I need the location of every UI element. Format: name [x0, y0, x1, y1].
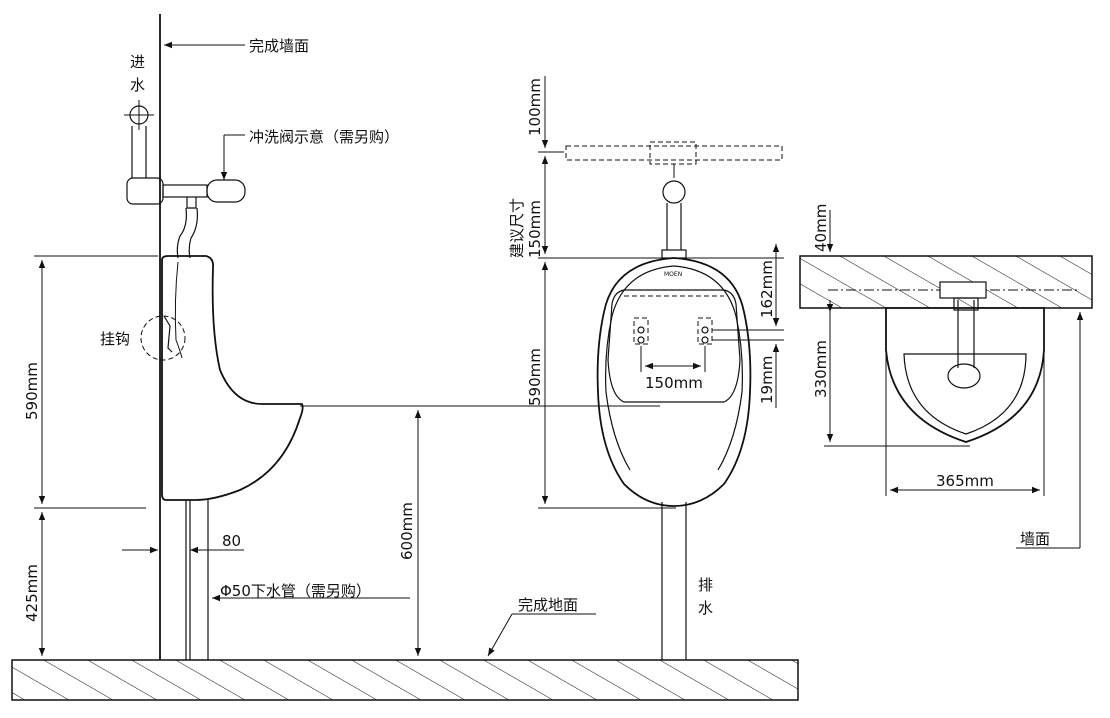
wall-label: 墙面	[1020, 530, 1050, 548]
height-600-text: 600mm	[398, 502, 416, 560]
water-inlet-label-1: 进	[130, 53, 145, 71]
front-view-vertical-dimensions: 100mm 150mm 590mm 建议尺寸	[508, 76, 784, 509]
drain-label-1: 排	[698, 576, 713, 594]
height-600-dimension: 600mm	[300, 405, 660, 656]
supply-pipe-side	[124, 100, 246, 259]
drain-pipe-label: Φ50下水管（需另购）	[220, 582, 371, 600]
flush-valve-callout: 冲洗阀示意（需另购）	[220, 128, 399, 180]
wall-callout: 墙面	[1016, 312, 1084, 549]
height-590-left-text: 590mm	[23, 362, 41, 420]
spacing-150-text: 150mm	[645, 374, 703, 392]
urinal-top-view	[799, 255, 1093, 443]
water-inlet-label-group: 进 水	[130, 53, 145, 94]
urinal-front-view: MOEN	[565, 141, 783, 507]
water-inlet-label-2: 水	[130, 76, 145, 94]
finished-floor-label: 完成地面	[518, 596, 578, 614]
finished-floor-slab	[11, 659, 799, 701]
drain-pipe-front: 排 水	[661, 502, 713, 660]
width-365-text: 365mm	[936, 472, 994, 490]
depth-330-text: 330mm	[812, 340, 830, 398]
urinal-side-view	[161, 255, 304, 501]
hook-callout: 挂钩	[100, 315, 186, 361]
drain-pipe-callout: Φ50下水管（需另购）	[212, 582, 410, 602]
top-100-text: 100mm	[526, 78, 544, 136]
front-right-dimensions: 162mm 19mm	[712, 244, 784, 408]
suggested-size-text: 建议尺寸	[508, 198, 526, 258]
left-height-dimensions: 590mm 425mm	[23, 255, 158, 656]
hook-label: 挂钩	[100, 330, 130, 348]
finished-floor-callout: 完成地面	[487, 596, 596, 657]
height-425-text: 425mm	[23, 564, 41, 622]
gap-150-v-text: 150mm	[526, 200, 544, 258]
offset-80-dimension: 80	[122, 532, 244, 554]
bottom-19-text: 19mm	[758, 356, 776, 404]
height-590-front-text: 590mm	[526, 348, 544, 406]
brand-mark: MOEN	[664, 271, 682, 278]
flush-valve-label: 冲洗阀示意（需另购）	[249, 128, 399, 146]
top-view-dimensions: 40mm 330mm 365mm	[812, 204, 1045, 496]
drain-label-2: 水	[698, 599, 713, 617]
finished-wall-callout: 完成墙面	[164, 37, 309, 55]
top-40-text: 40mm	[812, 204, 830, 252]
top-162-text: 162mm	[758, 260, 776, 318]
drain-pipe-side	[185, 500, 209, 660]
offset-80-text: 80	[222, 532, 241, 550]
finished-wall-label: 完成墙面	[249, 37, 309, 55]
spacing-150-dimension: 150mm	[640, 346, 706, 392]
